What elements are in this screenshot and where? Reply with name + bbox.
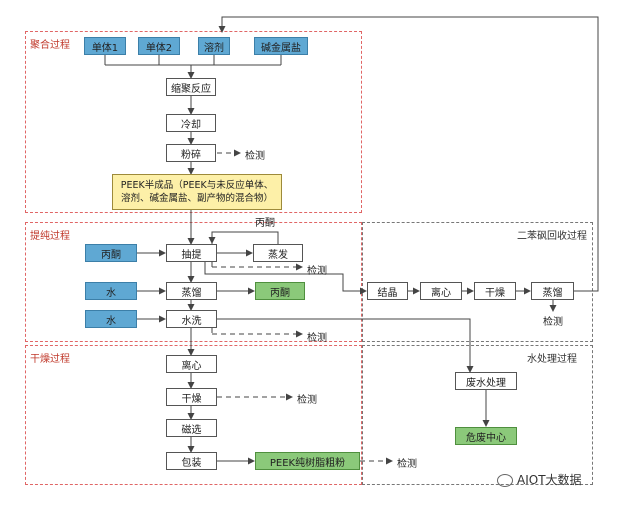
drying-region [25,345,362,485]
polymerization-region-label: 聚合过程 [30,40,70,51]
solvent-box: 溶剂 [198,37,230,55]
wechat-icon [497,474,513,487]
water-wash-inspect-label: 检测 [307,333,327,344]
drying-region-label: 干燥过程 [30,354,70,365]
distillation-box: 蒸馏 [166,282,217,300]
water-treatment-region-label: 水处理过程 [527,354,577,365]
crushing-inspect-label: 检测 [245,151,265,162]
purification-region-label: 提纯过程 [30,231,70,242]
magnetic-separation-box: 磁选 [166,419,217,437]
drying-box: 干燥 [166,388,217,406]
acetone-loop-label: 丙酮 [255,218,275,229]
packaging-box: 包装 [166,452,217,470]
acetone-output-box: 丙酮 [255,282,305,300]
crystallization-box: 结晶 [367,282,408,300]
extraction-box: 抽提 [166,244,217,262]
purification-region [25,222,362,342]
monomer2-box: 单体2 [138,37,180,55]
solvent-recovery-region [362,222,593,342]
recovery-centrifuge-box: 离心 [420,282,462,300]
solvent-recovery-region-label: 二苯砜回收过程 [517,231,587,242]
extraction-inspect-label: 检测 [307,266,327,277]
recovery-drying-box: 干燥 [474,282,516,300]
water-wash-box: 水洗 [166,310,217,328]
polymerization-region [25,31,362,213]
polycondensation-box: 缩聚反应 [166,78,216,96]
centrifuge-box: 离心 [166,355,217,373]
water-treatment-region [362,345,593,485]
alkali-salt-box: 碱金属盐 [254,37,308,55]
crushing-box: 粉碎 [166,144,216,162]
monomer1-box: 单体1 [84,37,126,55]
recovery-inspect-label: 检测 [543,317,563,328]
cooling-box: 冷却 [166,114,216,132]
evaporation-box: 蒸发 [253,244,303,262]
hazardous-waste-center-box: 危废中心 [455,427,517,445]
water-input-box-1: 水 [85,282,137,300]
recovery-distillation-box: 蒸馏 [531,282,574,300]
watermark: AIOT大数据 [497,471,582,488]
drying-inspect-label: 检测 [297,395,317,406]
powder-inspect-label: 检测 [397,459,417,470]
acetone-input-box: 丙酮 [85,244,137,262]
peek-powder-box: PEEK纯树脂粗粉 [255,452,360,470]
peek-semi-product-box: PEEK半成品（PEEK与未反应单体、溶剂、碱金属盐、副产物的混合物） [112,174,282,210]
watermark-text: AIOT大数据 [517,473,582,487]
wastewater-treatment-box: 废水处理 [455,372,517,390]
water-input-box-2: 水 [85,310,137,328]
